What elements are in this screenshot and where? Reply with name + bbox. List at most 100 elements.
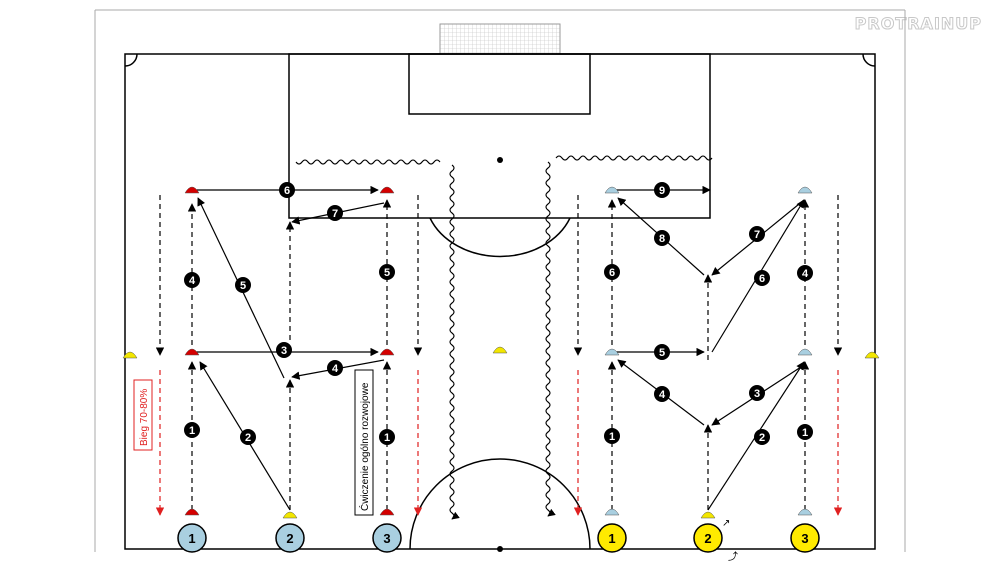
step-badge: 9	[654, 182, 670, 198]
cone-red	[184, 186, 200, 194]
step-badge-circle	[797, 424, 813, 440]
player-blue-circle	[372, 523, 402, 553]
step-badge-circle	[654, 230, 670, 246]
player-yellow-3: 3	[790, 523, 820, 553]
player-yellow-circle	[790, 523, 820, 553]
pitch-boundary	[124, 53, 876, 550]
step-badge-circle	[184, 422, 200, 438]
player-blue-2: 2	[275, 523, 305, 553]
step-badge-circle	[240, 429, 256, 445]
step-badge-circle	[184, 272, 200, 288]
player-number: 1	[188, 531, 195, 546]
cone-blue	[797, 508, 813, 516]
step-badge: 3	[749, 385, 765, 401]
exercise-label: Ćwiczenie ogólno rozwojowe	[358, 382, 371, 511]
goal-net	[439, 23, 561, 55]
step-badge-number: 7	[754, 229, 760, 241]
step-badge: 2	[240, 429, 256, 445]
step-badge: 5	[379, 264, 395, 280]
step-badge-circle	[604, 264, 620, 280]
step-badge-circle	[327, 360, 343, 376]
dribble-right-down	[545, 161, 556, 517]
step-badge-circle	[754, 270, 770, 286]
player-yellow-circle	[693, 523, 723, 553]
step-badge-circle	[654, 386, 670, 402]
rotate-icon: ↗	[722, 518, 730, 529]
exercise-label-box: Ćwiczenie ogólno rozwojowe	[354, 369, 374, 516]
step-badge-circle	[797, 265, 813, 281]
step-badge-number: 2	[759, 432, 765, 444]
step-badge-number: 4	[659, 389, 666, 401]
player-yellow-2: 2	[693, 523, 723, 553]
step-badge-number: 1	[802, 427, 808, 439]
step-badge-number: 9	[659, 185, 665, 197]
step-badge: 1	[379, 429, 395, 445]
player-number: 2	[704, 531, 711, 546]
cone-red	[184, 348, 200, 356]
dribble-left-top	[295, 159, 441, 165]
player-blue-1: 1	[177, 523, 207, 553]
step-badge: 5	[235, 277, 251, 293]
step-badge-number: 7	[332, 208, 338, 220]
step-badge-number: 6	[284, 185, 290, 197]
player-yellow-circle	[597, 523, 627, 553]
step-badge-circle	[379, 429, 395, 445]
corner-arc-right	[862, 53, 876, 67]
cone-yellow	[492, 346, 508, 354]
step-badge-number: 5	[659, 347, 665, 359]
cone-yellow	[122, 351, 138, 359]
cone-red	[379, 348, 395, 356]
dribble-right-top	[555, 155, 713, 161]
step-badge-circle	[279, 182, 295, 198]
player-blue-circle	[275, 523, 305, 553]
player-number: 1	[608, 531, 615, 546]
penalty-area	[288, 53, 711, 219]
page-frame	[94, 9, 906, 552]
step-badge-circle	[327, 205, 343, 221]
cone-blue	[797, 186, 813, 194]
step-badge: 6	[754, 270, 770, 286]
brand-watermark: PROTRAINUP	[854, 14, 982, 34]
step-badge: 4	[184, 272, 200, 288]
step-badge: 1	[184, 422, 200, 438]
step-badge-circle	[754, 429, 770, 445]
step-badge-circle	[654, 182, 670, 198]
center-circle-arc	[409, 458, 591, 550]
step-badge: 7	[749, 226, 765, 242]
player-number: 3	[383, 531, 390, 546]
step-badge-number: 2	[245, 432, 251, 444]
step-badge: 5	[654, 344, 670, 360]
step-badge-number: 1	[384, 432, 390, 444]
cone-red	[184, 508, 200, 516]
step-badge-circle	[604, 428, 620, 444]
penalty-spot	[497, 157, 503, 163]
center-spot	[497, 546, 503, 552]
step-badge: 8	[654, 230, 670, 246]
cone-yellow	[282, 511, 298, 519]
step-badge: 6	[279, 182, 295, 198]
player-number: 2	[286, 531, 293, 546]
run-label-box: Bieg 70-80%	[133, 379, 153, 451]
step-badge-circle	[654, 344, 670, 360]
step-badge: 6	[604, 264, 620, 280]
step-badge-circle	[749, 226, 765, 242]
step-badge: 1	[604, 428, 620, 444]
step-badge: 3	[276, 342, 292, 358]
step-badge-number: 3	[281, 345, 287, 357]
step-badge-number: 4	[802, 268, 809, 280]
penalty-arc	[429, 217, 571, 258]
cone-blue	[604, 508, 620, 516]
step-badge-circle	[379, 264, 395, 280]
cone-blue	[604, 348, 620, 356]
player-blue-3: 3	[372, 523, 402, 553]
step-badge-number: 3	[754, 388, 760, 400]
step-badge: 4	[797, 265, 813, 281]
cone-red	[379, 186, 395, 194]
step-badge-circle	[276, 342, 292, 358]
step-badge-number: 4	[189, 275, 196, 287]
step-badge-number: 5	[240, 280, 246, 292]
cone-blue	[797, 348, 813, 356]
step-badge-circle	[235, 277, 251, 293]
player-blue-circle	[177, 523, 207, 553]
